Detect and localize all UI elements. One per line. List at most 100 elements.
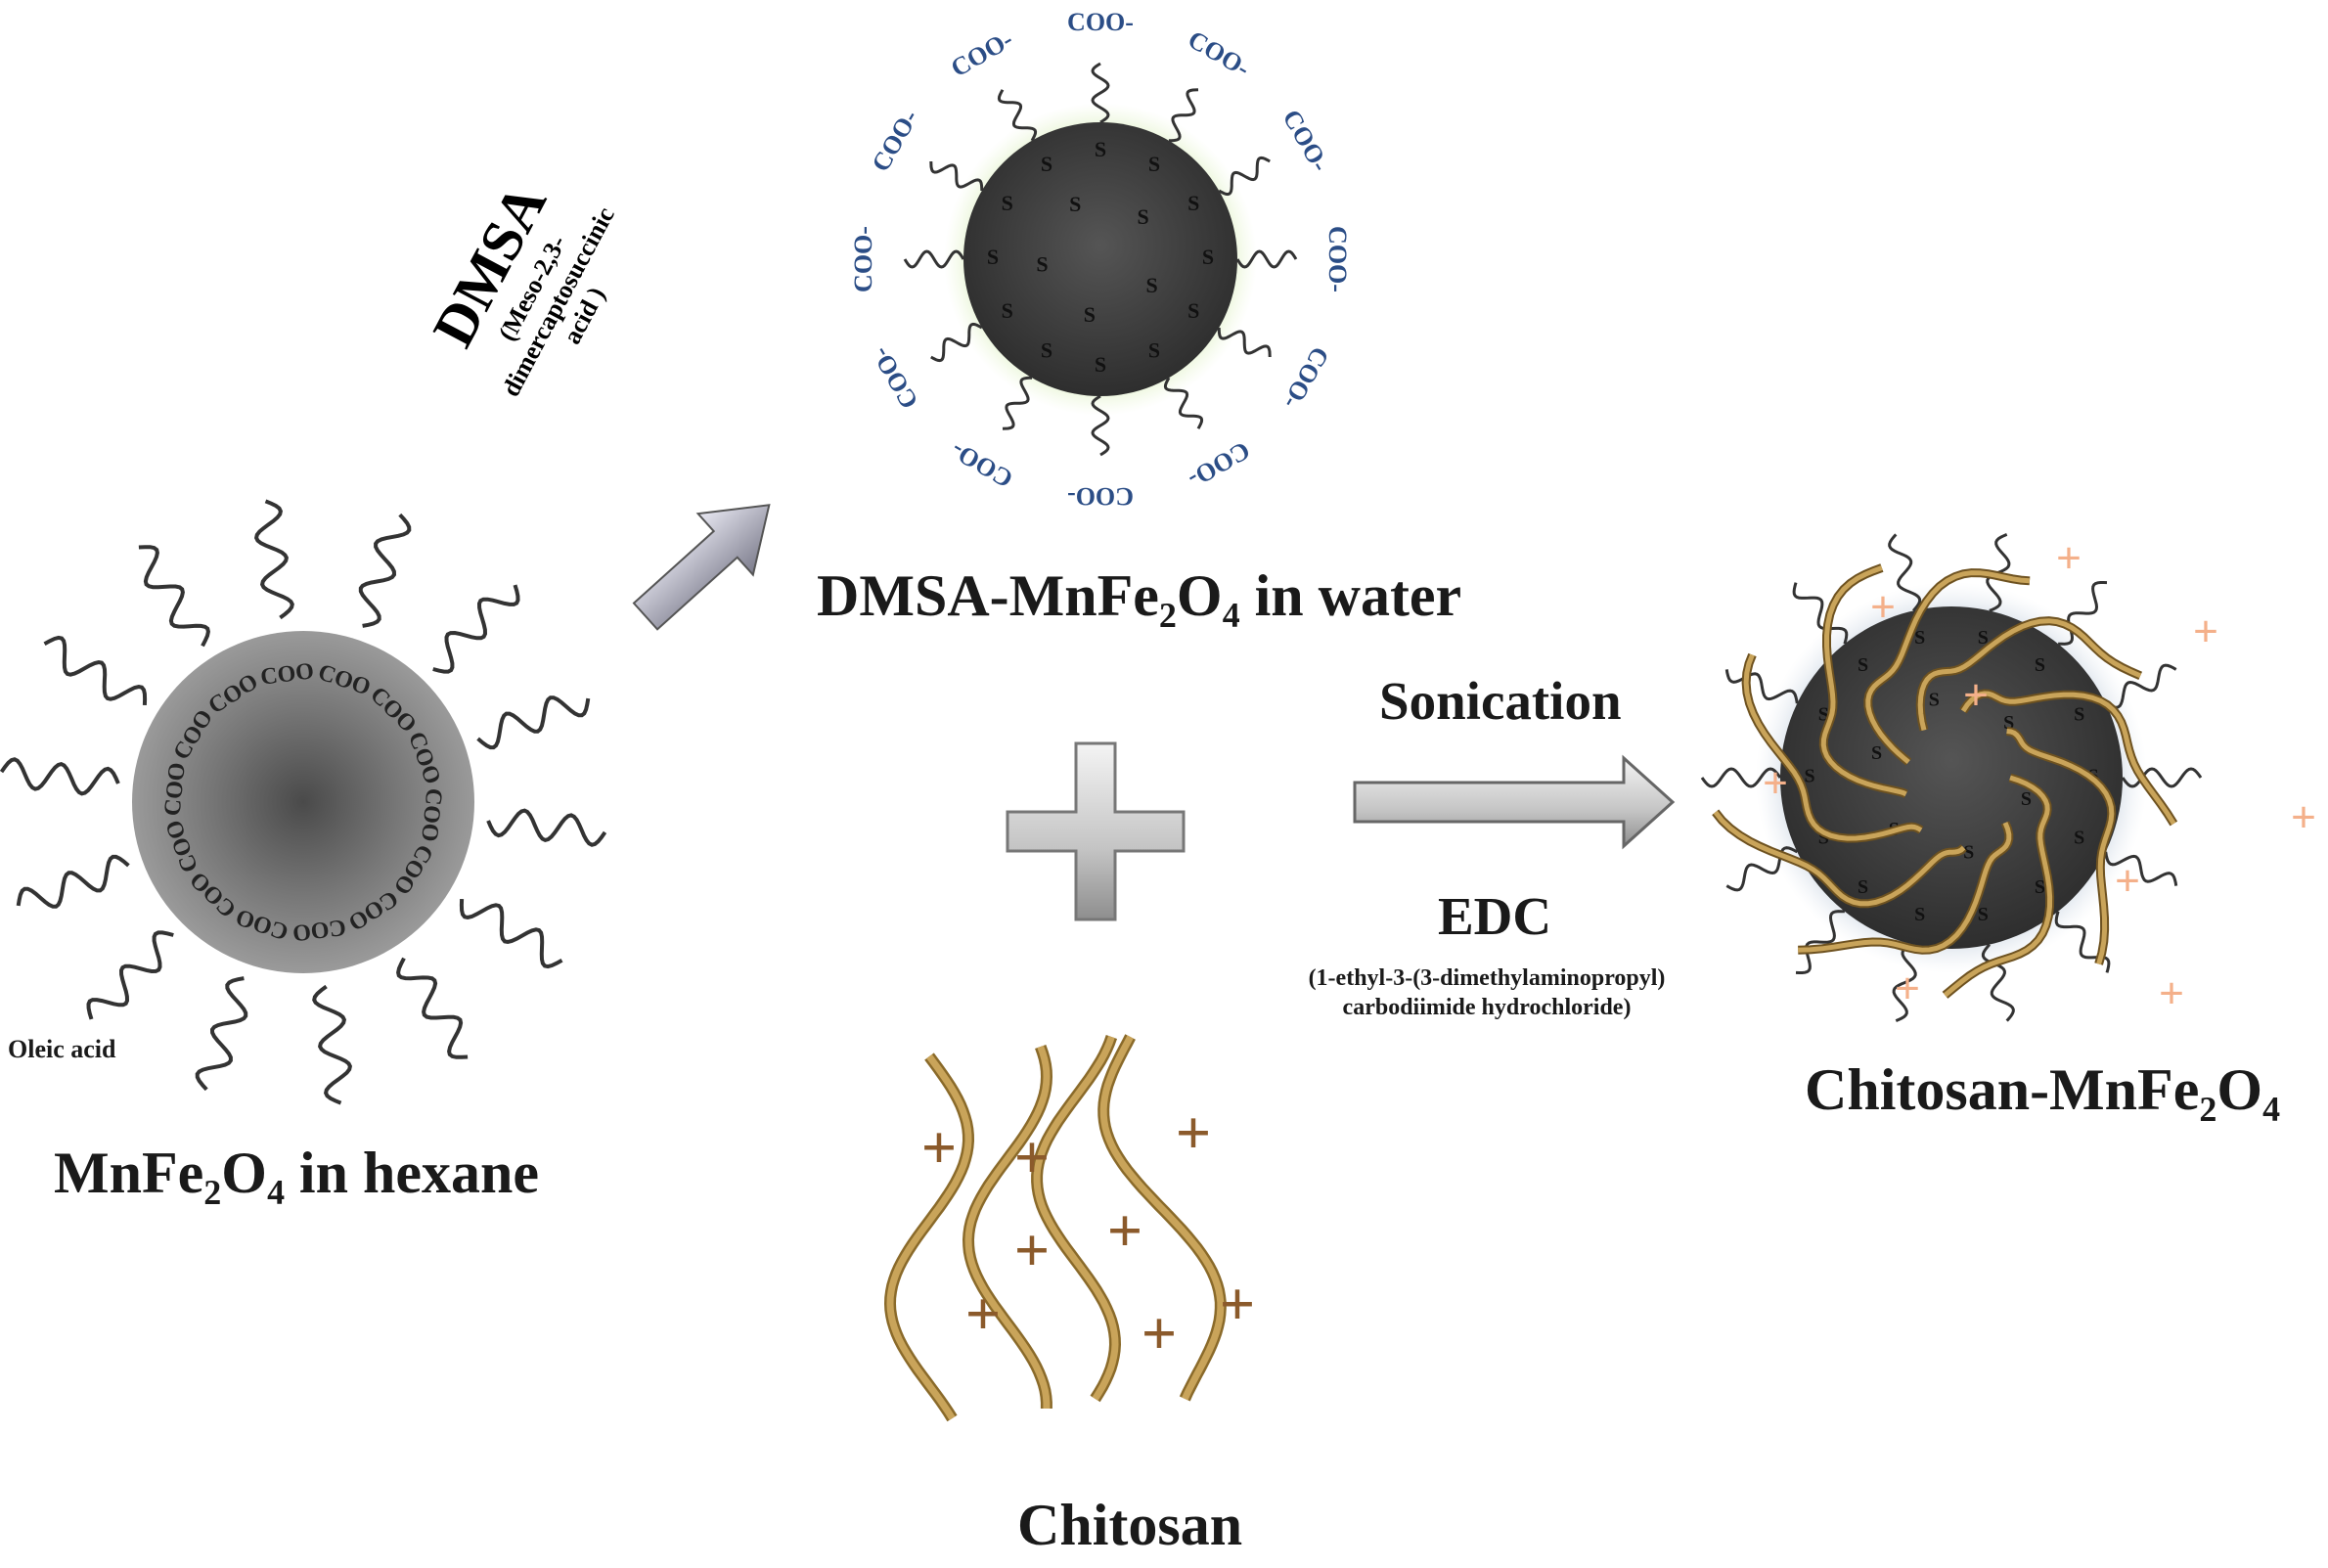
dmsa-chain [1795, 910, 1845, 974]
coo-charged-label: COO- [946, 24, 1017, 82]
surface-positive-charges: + + + + + + + + + [1763, 533, 2316, 1018]
positive-charge: + [2159, 968, 2184, 1018]
sulfur-label: S [1041, 337, 1052, 362]
label-edc: EDC [1438, 886, 1552, 946]
sulfur-label: S [1041, 152, 1052, 176]
sulfur-label: S [1978, 904, 1989, 925]
positive-charge: + [2291, 792, 2316, 842]
oleic-chain [486, 808, 607, 847]
sulfur-label: S [1818, 704, 1829, 726]
sulfur-label: S [2035, 654, 2045, 676]
chitosan-strand [886, 1053, 972, 1420]
chitosan-wrap [1743, 653, 1923, 841]
dmsa-chain [1888, 533, 1922, 612]
dmsa-chain [1700, 767, 1782, 788]
sulfur-label: S [1002, 298, 1013, 323]
dmsa-chain [1091, 394, 1110, 457]
plus-sign [1006, 741, 1186, 921]
coo-label: COO [159, 761, 190, 817]
chitosan-wrap [2006, 729, 2115, 965]
dmsa-chain [1235, 249, 1298, 269]
positive-charge: + [1014, 1123, 1050, 1192]
sulfur-label: S [2074, 828, 2084, 849]
dmsa-chain [1892, 943, 1917, 1022]
dmsa-chains [903, 62, 1298, 457]
positive-charge: + [1220, 1270, 1255, 1339]
sulfur-label: S [1871, 742, 1882, 764]
chitosan-strand [1033, 1035, 1119, 1401]
dmsa-chains [1700, 533, 2203, 1022]
dmsa-chain [997, 89, 1038, 142]
oleic-chain [16, 854, 130, 909]
label-chitosan: Chitosan [1017, 1493, 1243, 1557]
sulfur-label: S [1858, 876, 1868, 898]
positive-charge: + [1763, 758, 1788, 808]
dmsa-chain [903, 249, 965, 269]
sulfur-label: S [1929, 690, 1940, 711]
chitosan-wrap [1798, 822, 2012, 953]
coo-charged-label: COO- [1184, 436, 1255, 494]
sulfur-label: S [1858, 654, 1868, 676]
oleic-chain [195, 976, 248, 1092]
sulfur-label: S [2003, 712, 2014, 734]
sulfur-label: S [1963, 842, 1974, 864]
mnfe2o4-core [132, 631, 474, 973]
sulfur-label: S [2035, 876, 2045, 898]
mnfe2o4-core [963, 122, 1237, 396]
sulfur-label: S [1818, 828, 1829, 849]
coo-charged-label: COO- [946, 436, 1017, 494]
label-mnfe2o4-hexane: MnFe₂O₄ in hexane [54, 1141, 539, 1205]
positive-charge: + [1107, 1196, 1142, 1266]
chitosan-strand-outline [883, 1053, 975, 1422]
positive-charge: + [2193, 606, 2218, 656]
positive-charge: + [921, 1113, 957, 1183]
chitosan-strand [1099, 1035, 1225, 1401]
dmsa-chain [1981, 943, 2015, 1022]
coo-charged-label: COO- [1067, 8, 1134, 36]
label-chitosan-mnfe2o4: Chitosan-MnFe₂O₄ [1805, 1057, 2280, 1122]
chitosan-strands [883, 1034, 1227, 1422]
chitosan-strand [964, 1045, 1051, 1409]
oleic-chain [476, 695, 591, 750]
dmsa-chain [1168, 88, 1199, 143]
coo-label: COO [416, 787, 446, 843]
dmsa-chain [929, 160, 984, 192]
dmsa-arrow [632, 504, 771, 631]
positive-charge: + [1895, 963, 1920, 1013]
sulfur-label: S [1914, 627, 1925, 649]
positive-charge: + [2115, 856, 2140, 906]
oleic-chain [459, 899, 563, 969]
positive-charge: + [1870, 582, 1896, 632]
sulfur-label: S [1084, 302, 1096, 327]
dmsa-chain [1724, 669, 1799, 704]
dmsa-chain [1002, 376, 1033, 430]
chitosan-wrap [1820, 565, 1907, 797]
sulfur-label: S [1804, 766, 1814, 787]
dmsa-chain [2121, 767, 2203, 788]
chitosan-positive-charges: ++++++++ [921, 1098, 1255, 1368]
label-oleic-acid: Oleic acid [8, 1035, 116, 1063]
coo-charged-label: COO- [1277, 342, 1335, 414]
sulfur-label: S [1095, 137, 1106, 161]
oleic-chain [432, 584, 520, 674]
oleic-chain [138, 545, 210, 648]
sulfur-label: S [1148, 152, 1160, 176]
oleic-chain [43, 635, 148, 705]
dmsa-chain [1217, 327, 1272, 358]
oleic-chain [86, 930, 174, 1020]
sulfur-label: S [1978, 627, 1989, 649]
positive-charge: + [2056, 533, 2082, 583]
chitosan-wrap [1713, 810, 1966, 907]
sulfur-label: S [1202, 245, 1214, 269]
sonication-arrow [1353, 754, 1676, 850]
sulfur-label: S [1146, 273, 1158, 297]
positive-charge: + [1963, 670, 1989, 720]
oleic-chain [253, 499, 294, 620]
sulfur-label: S [1138, 204, 1149, 229]
label-dmsa-mnfe2o4-water: DMSA-MnFe₂O₄ in water [817, 563, 1462, 628]
positive-charge: + [1142, 1299, 1177, 1368]
label-sonication: Sonication [1379, 671, 1622, 731]
chitosan-wrap [1943, 775, 2053, 998]
